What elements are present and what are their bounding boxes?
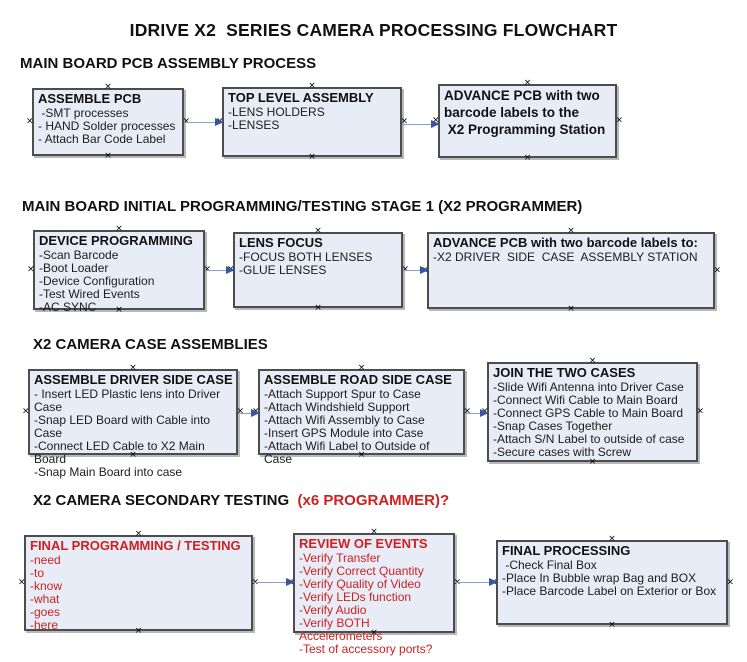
- connection-handle-icon: ×: [115, 305, 123, 315]
- connection-handle-icon: ×: [608, 620, 616, 630]
- arrowhead-icon: [226, 266, 235, 274]
- section-header-secondary-testing: X2 CAMERA SECONDARY TESTING (x6 PROGRAMM…: [33, 492, 449, 509]
- box-body: -FOCUS BOTH LENSES -GLUE LENSES: [239, 250, 373, 277]
- box-title: ASSEMBLE PCB: [38, 91, 142, 106]
- arrowhead-icon: [480, 409, 489, 417]
- connection-handle-icon: ×: [129, 450, 137, 460]
- flow-box-assemble-pcb: ASSEMBLE PCB -SMT processes - HAND Solde…: [26, 83, 190, 161]
- connector-arrow: [465, 409, 489, 417]
- connection-handle-icon: ×: [713, 265, 721, 275]
- connection-handle-icon: ×: [134, 529, 143, 539]
- connection-handle-icon: ×: [588, 457, 597, 467]
- connection-handle-icon: ×: [567, 304, 575, 314]
- box-title: JOIN THE TWO CASES: [493, 365, 636, 380]
- connection-handle-icon: ×: [370, 527, 378, 537]
- flow-box-device-programming: DEVICE PROGRAMMING -Scan Barcode -Boot L…: [27, 225, 211, 315]
- flow-box-final-programming-testing: FINAL PROGRAMMING / TESTING -need -to -k…: [18, 530, 259, 636]
- box-body: -Slide Wifi Antenna into Driver Case -Co…: [493, 380, 685, 459]
- box-body: -Attach Support Spur to Case -Attach Win…: [264, 387, 430, 466]
- page-title: IDRIVE X2 SERIES CAMERA PROCESSING FLOWC…: [129, 20, 618, 40]
- flow-box-lens-focus: LENS FOCUS -FOCUS BOTH LENSES -GLUE LENS…: [227, 227, 409, 313]
- connection-handle-icon: ×: [453, 577, 461, 588]
- connection-handle-icon: ×: [696, 406, 704, 417]
- box-title: ADVANCE PCB with two barcode labels to:: [433, 235, 698, 250]
- arrowhead-icon: [489, 578, 498, 586]
- connection-handle-icon: ×: [115, 224, 123, 234]
- connection-handle-icon: ×: [251, 577, 259, 588]
- box-title: REVIEW OF EVENTS: [299, 536, 428, 551]
- connection-handle-icon: ×: [523, 153, 532, 163]
- connection-handle-icon: ×: [588, 356, 597, 366]
- arrowhead-icon: [431, 120, 440, 128]
- connection-handle-icon: ×: [104, 151, 112, 161]
- section-header-initial-programming: MAIN BOARD INITIAL PROGRAMMING/TESTING S…: [22, 198, 583, 215]
- arrowhead-icon: [420, 266, 429, 274]
- connection-handle-icon: ×: [236, 406, 244, 417]
- box-body: -Verify Transfer -Verify Correct Quantit…: [299, 551, 433, 656]
- box-body: -Scan Barcode -Boot Loader -Device Confi…: [39, 248, 155, 314]
- box-title: TOP LEVEL ASSEMBLY: [228, 90, 374, 105]
- connection-handle-icon: ×: [400, 116, 408, 127]
- connection-handle-icon: ×: [26, 116, 34, 127]
- connector-arrow: [184, 118, 224, 126]
- flow-box-advance-pcb-assembly-station: ADVANCE PCB with two barcode labels to: …: [421, 227, 721, 314]
- connector-arrow: [238, 409, 260, 417]
- box-title: ASSEMBLE DRIVER SIDE CASE: [34, 372, 233, 387]
- connection-handle-icon: ×: [314, 226, 322, 236]
- connection-handle-icon: ×: [22, 406, 30, 417]
- connector-arrow: [205, 266, 235, 274]
- connection-handle-icon: ×: [401, 264, 409, 275]
- connection-handle-icon: ×: [129, 363, 137, 373]
- connector-arrow: [403, 266, 429, 274]
- box-body: -X2 DRIVER SIDE CASE ASSEMBLY STATION: [433, 250, 698, 264]
- connection-handle-icon: ×: [357, 363, 366, 373]
- connector-arrow: [455, 578, 498, 586]
- flow-box-assemble-driver-side-case: ASSEMBLE DRIVER SIDE CASE - Insert LED P…: [22, 364, 244, 479]
- connection-handle-icon: ×: [182, 116, 190, 127]
- connection-handle-icon: ×: [523, 78, 532, 88]
- arrowhead-icon: [215, 118, 224, 126]
- connection-handle-icon: ×: [314, 303, 322, 313]
- connection-handle-icon: ×: [463, 406, 471, 417]
- box-title: FINAL PROGRAMMING / TESTING: [30, 538, 241, 553]
- arrowhead-icon: [286, 578, 295, 586]
- connection-handle-icon: ×: [726, 577, 734, 587]
- section-header-secondary-testing-black: X2 CAMERA SECONDARY TESTING: [33, 492, 294, 509]
- box-title: DEVICE PROGRAMMING: [39, 233, 193, 248]
- box-body: - Insert LED Plastic lens into Driver Ca…: [34, 387, 221, 479]
- connection-handle-icon: ×: [608, 534, 616, 544]
- flow-box-final-processing: FINAL PROCESSING -Check Final Box -Place…: [490, 535, 734, 630]
- connection-handle-icon: ×: [370, 628, 378, 638]
- connection-handle-icon: ×: [18, 577, 26, 588]
- box-body: -need -to -know -what -goes -here: [30, 553, 63, 632]
- flow-box-top-level-assembly: TOP LEVEL ASSEMBLY -LENS HOLDERS -LENSES…: [216, 82, 408, 162]
- connection-handle-icon: ×: [615, 115, 623, 126]
- box-body: ADVANCE PCB with two barcode labels to t…: [444, 88, 606, 137]
- section-header-pcb-assembly: MAIN BOARD PCB ASSEMBLY PROCESS: [20, 55, 317, 72]
- connection-handle-icon: ×: [308, 152, 316, 162]
- box-body: -LENS HOLDERS -LENSES: [228, 105, 325, 132]
- box-title: LENS FOCUS: [239, 235, 323, 250]
- box-title: FINAL PROCESSING: [502, 543, 631, 558]
- box-body: -SMT processes - HAND Solder processes -…: [38, 106, 176, 146]
- flow-box-join-the-two-cases: JOIN THE TWO CASES -Slide Wifi Antenna i…: [481, 357, 704, 467]
- section-header-secondary-testing-red: (x6 PROGRAMMER)?: [293, 492, 450, 509]
- box-body: -Check Final Box -Place In Bubble wrap B…: [502, 558, 717, 598]
- connection-handle-icon: ×: [567, 226, 575, 236]
- connector-arrow: [253, 578, 295, 586]
- flow-box-review-of-events: REVIEW OF EVENTS -Verify Transfer -Verif…: [287, 528, 461, 656]
- connection-handle-icon: ×: [104, 82, 112, 92]
- connection-handle-icon: ×: [27, 264, 35, 275]
- arrowhead-icon: [251, 409, 260, 417]
- connection-handle-icon: ×: [203, 264, 211, 275]
- connector-arrow: [402, 120, 440, 128]
- connection-handle-icon: ×: [134, 626, 143, 636]
- box-title: ASSEMBLE ROAD SIDE CASE: [264, 372, 452, 387]
- flow-box-assemble-road-side-case: ASSEMBLE ROAD SIDE CASE -Attach Support …: [252, 364, 471, 466]
- connection-handle-icon: ×: [308, 81, 316, 91]
- flow-box-advance-pcb-programming-station: ADVANCE PCB with two barcode labels to t…: [432, 79, 623, 163]
- connection-handle-icon: ×: [357, 450, 366, 460]
- section-header-case-assemblies: X2 CAMERA CASE ASSEMBLIES: [33, 336, 268, 353]
